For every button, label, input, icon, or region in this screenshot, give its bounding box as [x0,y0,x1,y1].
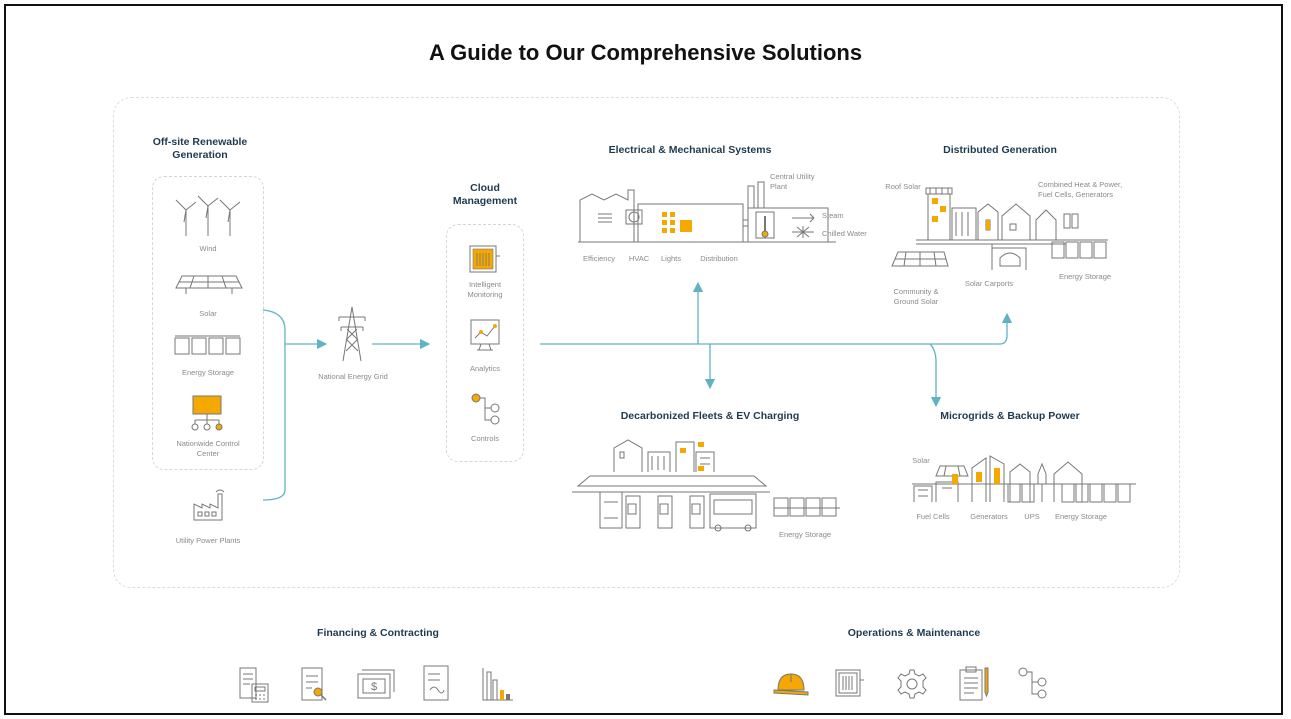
offsite-box [152,176,264,470]
controls-label: Controls [471,434,499,443]
analytics-icon [470,319,500,351]
monitor-icon [469,245,500,273]
solar-panel-icon [175,275,243,294]
document-search-icon [301,667,327,701]
distributed-generation-illustration [891,187,1108,270]
svg-text:$: $ [371,681,377,693]
fleets-heading: Decarbonized Fleets & EV Charging [620,410,800,422]
utility-power-plants-label: Utility Power Plants [175,536,241,545]
cloud-box [446,224,524,462]
hard-hat-icon [773,673,809,696]
distributed-energy-storage-label: Energy Storage [1058,272,1112,281]
efficiency-label: Efficiency [583,254,615,263]
energy-storage-label: Energy Storage [181,368,235,377]
distribution-label: Distribution [700,254,738,263]
distributed-heading: Distributed Generation [943,144,1057,156]
page-title: A Guide to Our Comprehensive Solutions [428,40,863,65]
controls-icon-ops [1018,667,1047,699]
contract-icon [423,665,449,701]
offsite-heading: Off-site Renewable Generation [152,136,248,161]
chilled-water-label: Chilled Water [822,229,867,238]
transmission-tower-icon [338,306,366,362]
intelligent-monitoring-label: Intelligent Monitoring [467,280,503,299]
generators-label: Generators [970,512,1008,521]
electrical-heading: Electrical & Mechanical Systems [608,144,772,156]
controls-icon [471,393,500,425]
microgrid-solar-label: Solar [912,456,930,465]
microgrids-heading: Microgrids & Backup Power [940,410,1080,422]
control-center-icon [191,395,223,431]
monitor-icon-ops [835,669,864,697]
ev-charging-illustration [572,439,840,532]
analytics-label: Analytics [469,364,500,373]
battery-storage-icon [174,335,241,355]
financing-heading: Financing & Contracting [317,627,439,639]
roof-solar-label: Roof Solar [885,182,921,191]
operations-heading: Operations & Maintenance [847,627,981,639]
ups-label: UPS [1024,512,1040,521]
community-solar-label: Community & Ground Solar [893,287,939,306]
electrical-systems-illustration [578,181,836,243]
microgrid-illustration [912,455,1136,503]
solutions-container [113,97,1180,588]
fleets-energy-storage-label: Energy Storage [778,530,832,539]
wind-turbine-icon [175,195,241,236]
solar-carports-label: Solar Carports [964,279,1014,288]
steam-label: Steam [822,211,844,220]
clipboard-icon [959,666,989,701]
central-plant-label: Central Utility Plant [770,172,815,191]
microgrid-energy-storage-label: Energy Storage [1054,512,1108,521]
fuel-cells-label: Fuel Cells [916,512,950,521]
control-center-label: Nationwide Control Center [176,439,240,458]
hvac-label: HVAC [628,254,650,263]
money-icon: $ [357,669,395,699]
solar-label: Solar [199,309,217,318]
bar-chart-icon [482,668,513,701]
chp-label: Combined Heat & Power, Fuel Cells, Gener… [1038,180,1123,199]
document-calculator-icon [239,667,269,703]
power-plant-icon [193,489,225,521]
gear-icon [897,669,927,699]
cloud-heading: Cloud Management [452,182,518,207]
slide-frame [4,4,1283,715]
national-grid-label: National Energy Grid [318,372,388,381]
lights-label: Lights [660,254,681,263]
wind-label: Wind [199,244,217,253]
